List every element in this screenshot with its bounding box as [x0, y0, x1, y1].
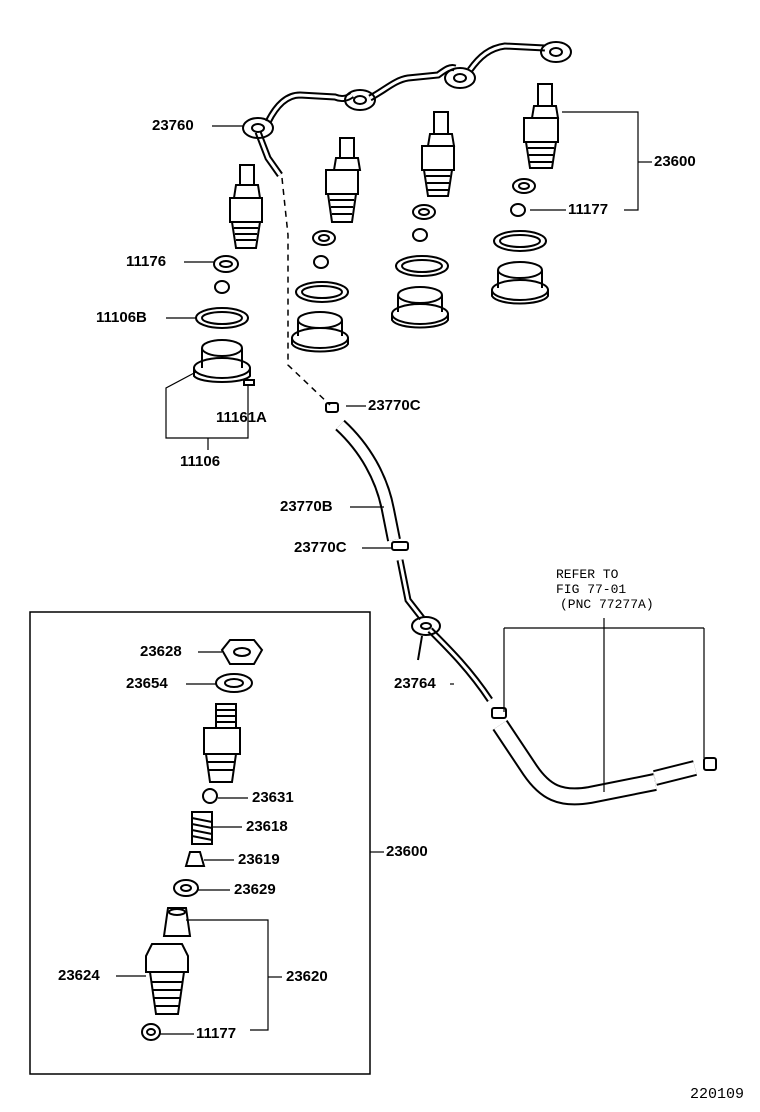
label-23770b: 23770B — [280, 498, 333, 515]
label-23654: 23654 — [126, 675, 168, 692]
label-23600-top: 23600 — [654, 153, 696, 170]
gasket-11106b — [195, 307, 249, 329]
reference-note-line-2: FIG 77-01 — [556, 582, 627, 597]
reference-note-line-1: REFER TO — [556, 567, 619, 582]
injector-2 — [291, 137, 362, 353]
label-23770c-mid: 23770C — [294, 539, 347, 556]
label-23624: 23624 — [58, 967, 100, 984]
label-23620: 23620 — [286, 968, 328, 985]
label-23628: 23628 — [140, 643, 182, 660]
label-23618: 23618 — [246, 818, 288, 835]
injector-breakdown-box — [29, 611, 371, 1075]
dashed-connection-line — [281, 177, 331, 406]
label-23619: 23619 — [238, 851, 280, 868]
label-11177-box: 11177 — [196, 1025, 237, 1042]
washer-11176 — [213, 255, 239, 294]
label-11106: 11106 — [180, 453, 221, 470]
hose-23770b — [335, 419, 401, 542]
return-pipe — [254, 42, 546, 178]
leader-lines — [116, 111, 705, 1035]
hose-clips — [325, 402, 409, 551]
label-23760: 23760 — [152, 117, 194, 134]
return-hose — [491, 707, 717, 806]
reference-note-line-3: (PNC 77277A) — [560, 597, 654, 612]
label-23600-box: 23600 — [386, 843, 428, 860]
injector-3 — [391, 111, 456, 329]
holder-11106 — [193, 339, 255, 386]
label-23629: 23629 — [234, 881, 276, 898]
label-11177-top: 11177 — [568, 201, 609, 218]
injector-4 — [491, 83, 560, 305]
label-23764: 23764 — [394, 675, 436, 692]
label-23770c-top: 23770C — [368, 397, 421, 414]
pipe-banjo-fittings — [242, 41, 572, 139]
injector-1 — [229, 164, 263, 249]
exploded-injector — [141, 639, 264, 1041]
figure-number: 220109 — [690, 1086, 745, 1103]
label-11106b: 11106B — [96, 309, 147, 326]
label-11176: 11176 — [126, 253, 167, 270]
label-11161a: 11161A — [216, 409, 267, 426]
union-pipe-23764 — [396, 559, 493, 702]
label-23631: 23631 — [252, 789, 294, 806]
